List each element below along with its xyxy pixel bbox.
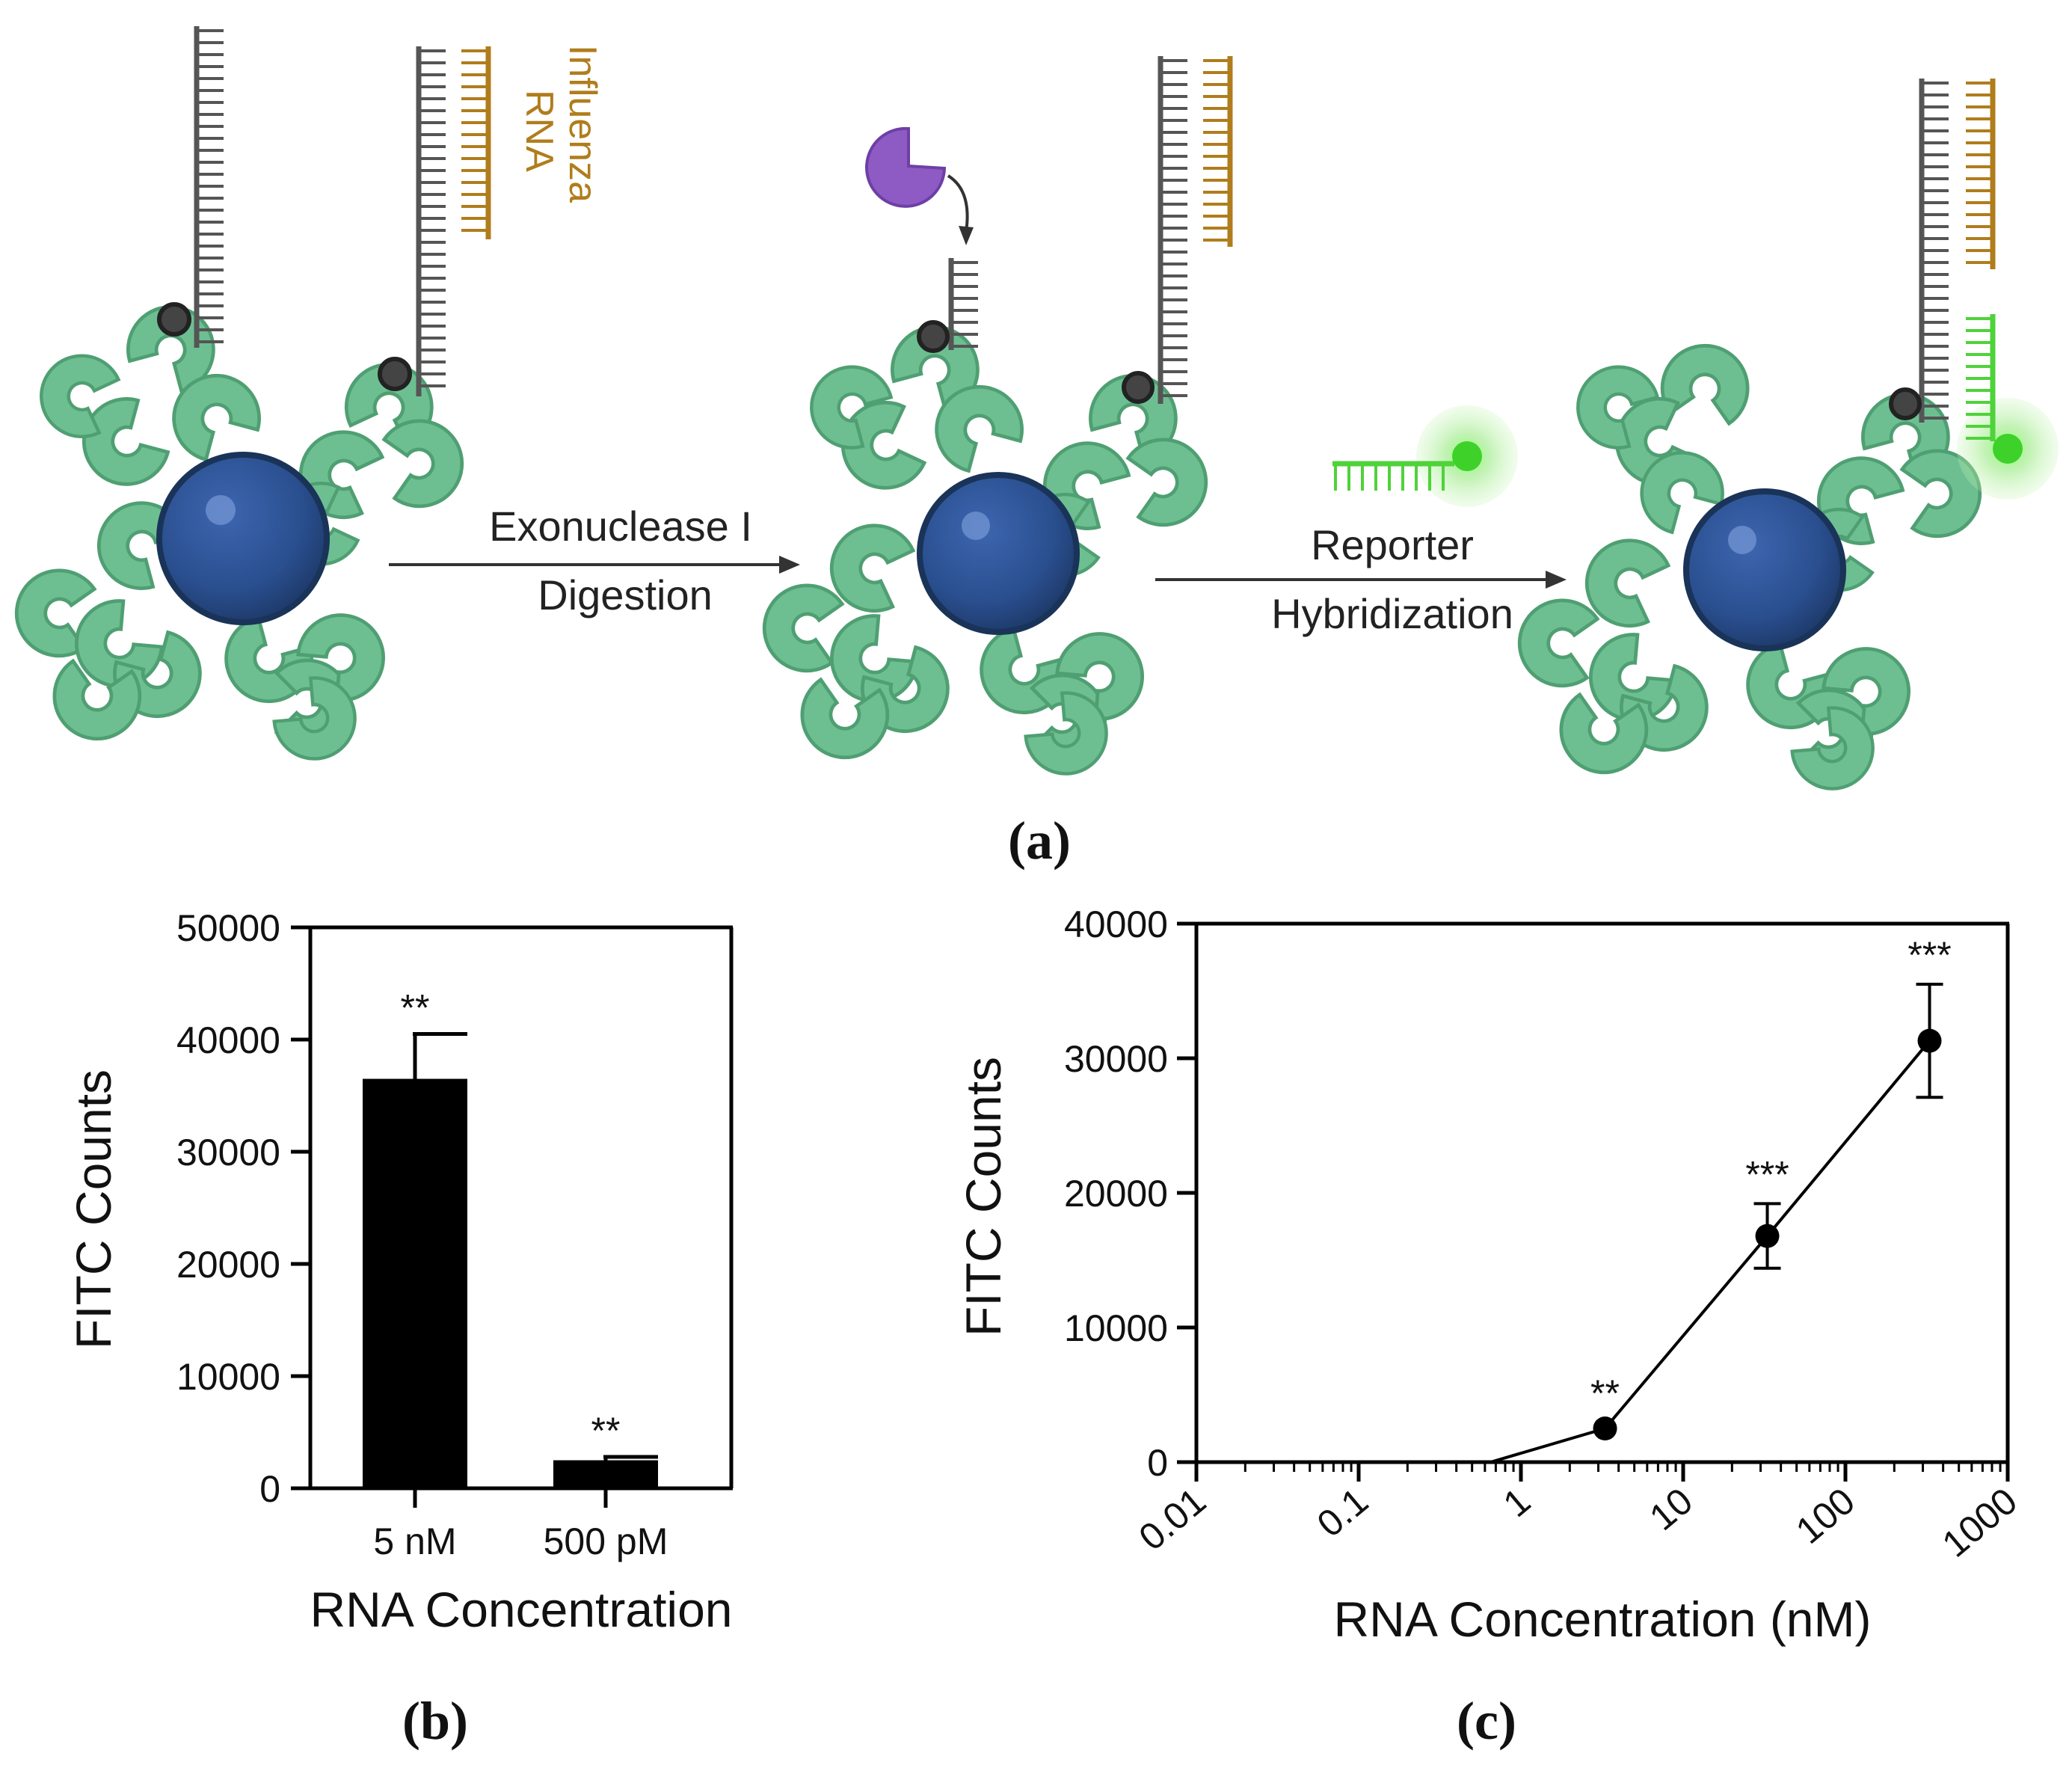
y-tick-label: 30000 bbox=[1064, 1038, 1168, 1080]
data-point bbox=[1755, 1224, 1780, 1248]
biotin-dot bbox=[1122, 371, 1155, 404]
antibody-icon bbox=[1513, 594, 1599, 690]
biotin-dot bbox=[157, 302, 191, 337]
influenza-rna-strand bbox=[1203, 56, 1233, 247]
x-tick-label: 5 nM bbox=[373, 1520, 456, 1562]
y-tick-label: 50000 bbox=[176, 907, 280, 949]
x-tick-label: 10 bbox=[1641, 1480, 1700, 1539]
y-tick-label: 0 bbox=[259, 1468, 280, 1510]
x-tick-label: 100 bbox=[1788, 1480, 1863, 1553]
y-tick-label: 0 bbox=[1147, 1442, 1168, 1484]
data-point bbox=[1593, 1417, 1617, 1440]
y-tick-label: 20000 bbox=[1064, 1173, 1168, 1215]
biotin-dot bbox=[917, 320, 950, 353]
y-axis-label: FITC Counts bbox=[66, 1069, 121, 1349]
significance-label: *** bbox=[1745, 1153, 1789, 1195]
antibody-icon bbox=[1126, 433, 1213, 530]
significance-label: ** bbox=[1590, 1372, 1620, 1414]
y-tick-label: 20000 bbox=[176, 1244, 280, 1286]
step1-label-line2: Digestion bbox=[538, 571, 712, 619]
step2-label-line1: Reporter bbox=[1311, 521, 1474, 568]
panel-b-caption: (b) bbox=[402, 1691, 468, 1751]
series-line bbox=[1490, 1040, 1931, 1464]
line-chart: 0 10000 20000 30000 40000 0.01 0.1 1 10 100 1000 *… bbox=[956, 903, 2025, 1751]
fitc-dye-icon bbox=[1452, 441, 1482, 471]
reporter-probe bbox=[1332, 461, 1454, 491]
x-tick-label: 0.1 bbox=[1309, 1480, 1376, 1546]
probe-strand bbox=[416, 46, 446, 396]
x-tick-label: 500 pM bbox=[544, 1520, 668, 1562]
exonuclease-icon bbox=[865, 126, 947, 208]
probe-strand bbox=[194, 26, 224, 348]
y-tick-label: 30000 bbox=[176, 1132, 280, 1173]
data-series: ******** bbox=[1490, 934, 1952, 1464]
bar-chart: 0 10000 20000 30000 40000 50000 ** 5 nM ** 500 p… bbox=[66, 907, 734, 1751]
magnetic-bead bbox=[917, 472, 1080, 635]
x-tick-label: 1 bbox=[1495, 1480, 1538, 1526]
significance-label: ** bbox=[401, 987, 430, 1029]
schematic-panel: Influenza RNA Exonuclease I Digestion bbox=[10, 26, 2059, 871]
stage-1-bead-complex: Influenza RNA bbox=[10, 26, 604, 776]
exonuclease-arrow bbox=[947, 174, 969, 233]
influenza-rna-strand bbox=[461, 46, 491, 239]
influenza-rna-strand bbox=[1966, 79, 1996, 269]
x-axis-label: RNA Concentration (nM) bbox=[1334, 1592, 1872, 1647]
y-tick-label: 40000 bbox=[176, 1019, 280, 1061]
probe-strand bbox=[1158, 56, 1187, 404]
bar bbox=[553, 1460, 658, 1488]
significance-label: *** bbox=[1907, 934, 1951, 976]
data-point bbox=[1917, 1028, 1942, 1053]
panel-a-caption: (a) bbox=[1008, 811, 1071, 871]
antibody-icon bbox=[382, 414, 469, 511]
bars: ** 5 nM ** 500 pM bbox=[363, 987, 668, 1562]
magnetic-bead bbox=[156, 452, 330, 625]
x-tick-label: 1000 bbox=[1934, 1480, 2025, 1565]
x-tick-label: 0.01 bbox=[1131, 1480, 1214, 1559]
biotin-dot bbox=[1889, 387, 1922, 420]
panel-c-caption: (c) bbox=[1457, 1691, 1516, 1751]
stage-3-bead-complex bbox=[1513, 79, 2059, 805]
y-tick-label: 40000 bbox=[1064, 903, 1168, 945]
antibody-icon bbox=[68, 390, 174, 500]
biotin-dot bbox=[378, 357, 412, 391]
antibody-icon bbox=[159, 360, 269, 466]
y-axis-label: FITC Counts bbox=[956, 1057, 1011, 1336]
bar bbox=[363, 1078, 467, 1488]
hybridized-reporter bbox=[1966, 314, 1996, 441]
stage-2-bead-complex bbox=[757, 56, 1233, 791]
step-arrow-1: Exonuclease I Digestion bbox=[389, 503, 800, 619]
y-tick-label: 10000 bbox=[176, 1356, 280, 1398]
magnetic-bead bbox=[1683, 488, 1846, 651]
y-tick-label: 10000 bbox=[1064, 1307, 1168, 1349]
rna-label-line2: RNA bbox=[517, 90, 561, 172]
digested-probe-stub bbox=[948, 258, 978, 350]
fitc-dye-icon bbox=[1993, 434, 2023, 464]
x-axis-label: RNA Concentration bbox=[310, 1582, 733, 1637]
y-axis-ticks: 0 10000 20000 30000 40000 50000 bbox=[176, 907, 310, 1510]
step1-label-line1: Exonuclease I bbox=[489, 503, 752, 550]
significance-label: ** bbox=[591, 1410, 621, 1452]
probe-strand bbox=[1919, 79, 1949, 423]
step2-label-line2: Hybridization bbox=[1271, 590, 1513, 637]
rna-label-line1: Influenza bbox=[561, 45, 604, 203]
step-arrow-2: Reporter Hybridization bbox=[1155, 405, 1567, 637]
axis-ticks: 0 10000 20000 30000 40000 0.01 0.1 1 10 100 1000 bbox=[1064, 903, 2025, 1565]
